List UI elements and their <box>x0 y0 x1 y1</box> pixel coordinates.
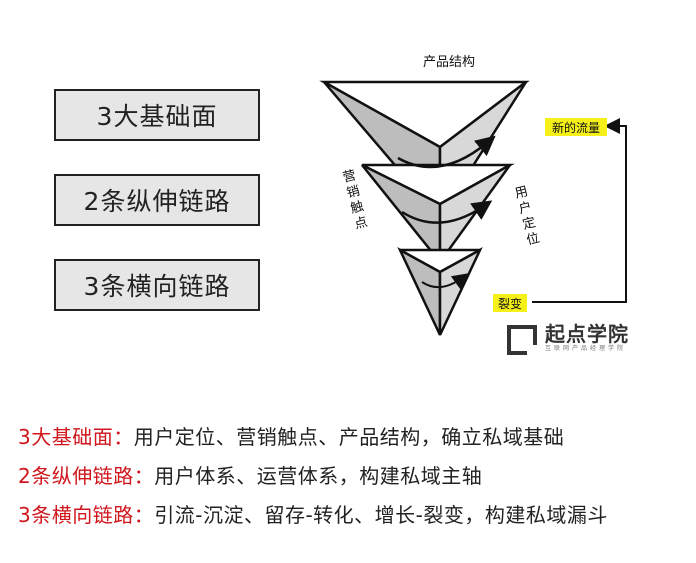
logo: 起点学院 互联网产品经理学院 <box>507 323 629 357</box>
svg-text:位: 位 <box>525 231 541 249</box>
marketing-touchpoint-label: 营 销 触 点 <box>341 168 369 232</box>
logo-subtitle: 互联网产品经理学院 <box>545 345 629 353</box>
svg-text:触: 触 <box>349 199 365 217</box>
legend-value: 引流-沉淀、留存-转化、增长-裂变，构建私域漏斗 <box>154 503 608 527</box>
new-traffic-label: 新的流量 <box>552 120 600 135</box>
legend-value: 用户体系、运营体系，构建私域主轴 <box>154 464 482 488</box>
svg-text:营: 营 <box>341 168 357 186</box>
legend-key: 3条横向链路： <box>18 503 154 527</box>
funnel-layer-bottom <box>400 250 480 335</box>
loop-connector <box>532 126 626 302</box>
user-positioning-label: 用 户 定 位 <box>513 184 541 248</box>
fission-label: 裂变 <box>498 296 522 311</box>
legend-line-horizontal: 3条横向链路：引流-沉淀、留存-转化、增长-裂变，构建私域漏斗 <box>18 499 608 528</box>
legend-line-base: 3大基础面：用户定位、营销触点、产品结构，确立私域基础 <box>18 421 564 450</box>
logo-mark-icon <box>507 325 537 355</box>
product-structure-label: 产品结构 <box>423 55 475 70</box>
funnel-layer-middle <box>362 165 510 262</box>
svg-text:户: 户 <box>517 199 533 218</box>
svg-text:点: 点 <box>353 215 369 233</box>
legend-value: 用户定位、营销触点、产品结构，确立私域基础 <box>134 425 565 449</box>
legend-key: 3大基础面： <box>18 425 134 449</box>
legend-key: 2条纵伸链路： <box>18 464 154 488</box>
legend-line-vertical: 2条纵伸链路：用户体系、运营体系，构建私域主轴 <box>18 460 482 489</box>
svg-text:定: 定 <box>521 215 537 233</box>
logo-title: 起点学院 <box>545 323 629 345</box>
svg-text:用: 用 <box>513 184 529 202</box>
svg-text:销: 销 <box>345 184 361 202</box>
